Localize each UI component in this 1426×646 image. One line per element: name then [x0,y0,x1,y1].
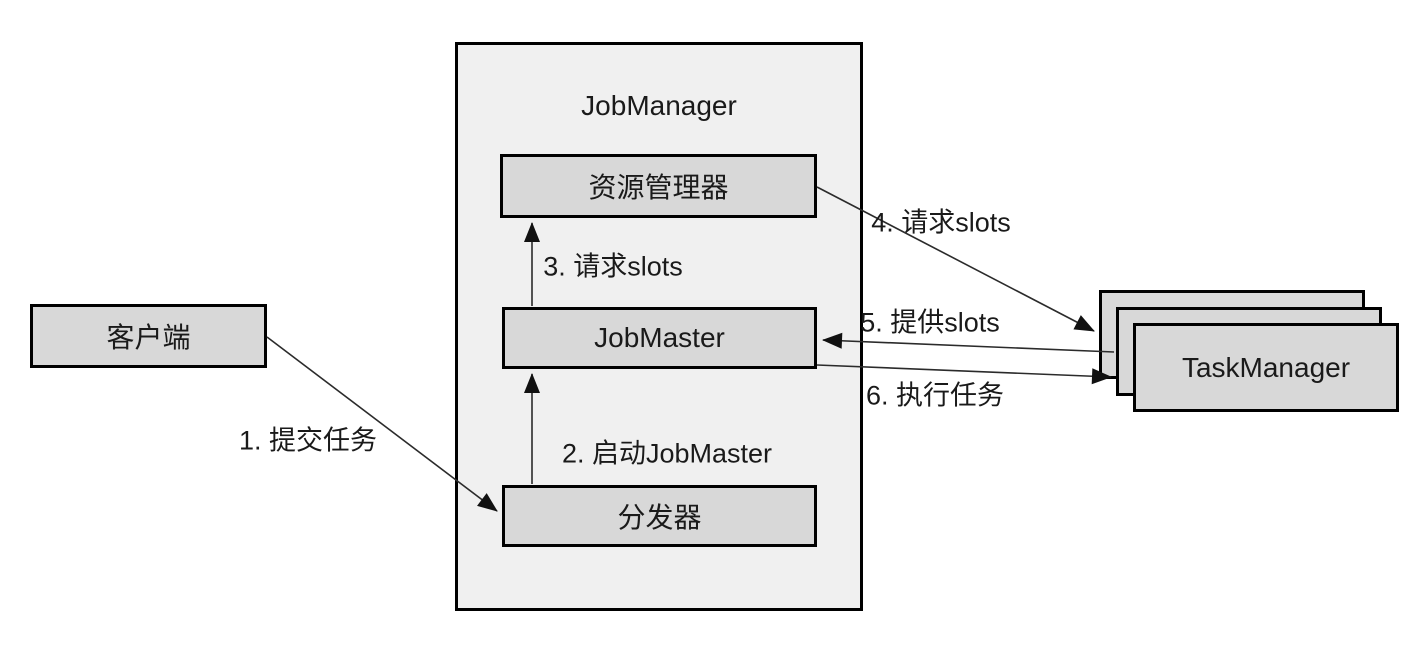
edge-6-label: 6. 执行任务 [865,380,1005,411]
jobmanager-title: JobManager [581,90,737,121]
edge-5-label: 5. 提供slots [860,307,1000,338]
dispatcher-node: 分发器 [502,485,817,547]
job-master-node: JobMaster [502,307,817,369]
resource-manager-node-label: 资源管理器 [588,172,729,203]
job-master-node-label: JobMaster [594,322,725,353]
client-node: 客户端 [30,304,267,368]
edge-3-label: 3. 请求slots [543,251,683,282]
dispatcher-node-label: 分发器 [617,502,702,533]
task-manager-node-label: TaskManager [1181,351,1351,383]
edge-4-label: 4. 请求slots [871,207,1011,238]
client-node-label: 客户端 [106,322,191,353]
edge-5-offer-slots [822,332,1115,353]
task-manager-node-front: TaskManager [1133,323,1399,412]
edge-2-label: 2. 启动JobMaster [561,438,773,469]
resource-manager-node: 资源管理器 [500,154,817,218]
edge-1-label: 1. 提交任务 [238,425,378,456]
